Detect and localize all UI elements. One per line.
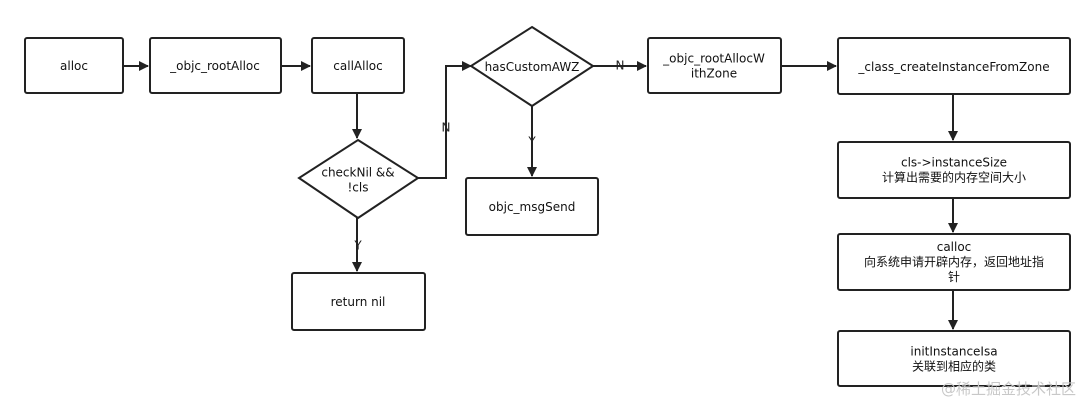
node-calloc — [837, 233, 1071, 291]
node-objc-rootallocwithzone — [647, 37, 782, 94]
node-label-class-createinstancefromzone: _class_createInstanceFromZone — [857, 60, 1049, 74]
edge-labels: N Y N Y — [353, 59, 624, 253]
node-label-checknil: checkNil &&!cls — [321, 165, 394, 194]
node-label-line: 针 — [948, 269, 960, 284]
node-label-hascustomawz: hasCustomAWZ — [485, 60, 580, 74]
node-label-line: return nil — [331, 295, 386, 309]
node-label-line: !cls — [348, 180, 369, 194]
node-label-callalloc: callAlloc — [333, 59, 382, 73]
node-label-line: ithZone — [691, 66, 737, 80]
node-label-line: callAlloc — [333, 59, 382, 73]
node-label-line: calloc — [937, 240, 972, 254]
node-instancesize — [837, 141, 1071, 199]
node-label-line: cls->instanceSize — [901, 155, 1007, 169]
edges — [123, 61, 958, 330]
node-checknil-diamond — [297, 138, 420, 220]
node-label-line: checkNil && — [321, 165, 394, 179]
node-labels: alloc _objc_rootAlloc callAlloc checkNil… — [60, 51, 1050, 373]
node-objc-rootalloc — [149, 37, 282, 94]
node-hascustomawz-diamond — [469, 25, 595, 108]
node-class-createinstancefromzone — [837, 37, 1071, 95]
node-label-line: _objc_rootAlloc — [169, 59, 260, 73]
node-label-line: 计算出需要的内存空间大小 — [882, 169, 1026, 184]
nodes — [24, 25, 1071, 387]
node-label-line: _objc_rootAllocW — [662, 51, 765, 65]
node-alloc — [24, 37, 124, 94]
node-label-line: hasCustomAWZ — [485, 60, 580, 74]
node-label-line: alloc — [60, 59, 88, 73]
node-label-line: initInstanceIsa — [910, 344, 997, 358]
node-label-line: 关联到相应的类 — [912, 358, 996, 373]
node-label-line: objc_msgSend — [489, 200, 576, 214]
node-callalloc — [311, 37, 405, 94]
edge-label-checknil-hascustomawz: N — [442, 121, 451, 135]
edge-label-hascustomawz-rootallocwithzone: N — [616, 59, 625, 73]
edge-checknil-to-hascustomawz — [418, 61, 472, 179]
node-label-objc-rootalloc: _objc_rootAlloc — [169, 59, 260, 73]
watermark: @稀土掘金技术社区 — [941, 380, 1076, 398]
node-objc-msgsend — [465, 177, 599, 236]
node-label-objc-msgsend: objc_msgSend — [489, 200, 576, 214]
node-label-alloc: alloc — [60, 59, 88, 73]
node-label-return-nil: return nil — [331, 295, 386, 309]
node-return-nil — [291, 272, 426, 331]
edge-label-hascustomawz-msgsend: Y — [527, 135, 536, 149]
node-initinstanceisa — [837, 330, 1071, 387]
node-label-line: 向系统申请开辟内存，返回地址指 — [864, 254, 1044, 269]
edge-label-checknil-returnnil: Y — [353, 239, 362, 253]
node-label-line: _class_createInstanceFromZone — [857, 60, 1049, 74]
